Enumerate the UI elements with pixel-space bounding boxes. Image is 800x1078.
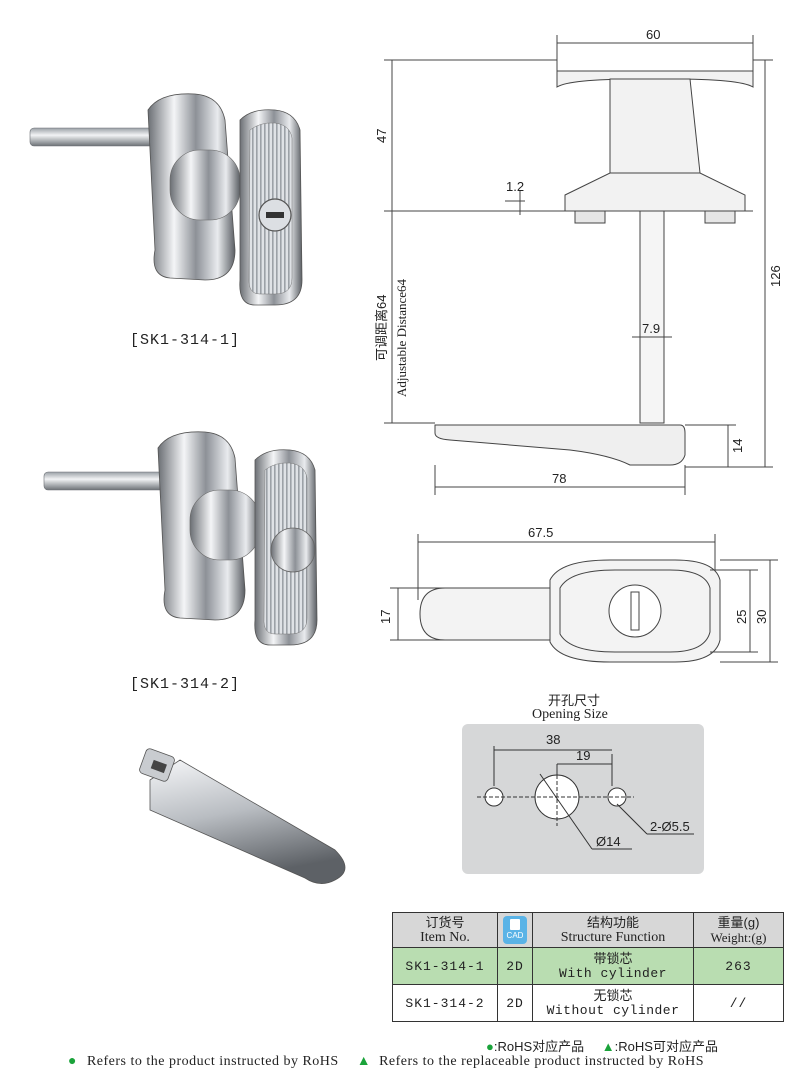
rohs-dot-icon: ●	[68, 1054, 77, 1069]
header-structure-function: 结构功能 Structure Function	[532, 912, 694, 948]
dim-78: 78	[552, 471, 566, 486]
dim-60: 60	[646, 27, 660, 42]
cell-weight: //	[693, 984, 784, 1022]
cad-icon: CAD	[503, 916, 527, 944]
dim-126: 126	[768, 265, 783, 287]
product-photo-without-cylinder	[43, 431, 318, 646]
drawing-plan-view: 67.5 17 25 30	[378, 525, 778, 663]
drawing-side-view: 60 47 1.2 126 7.9 14 78 可调距离64 Adjustabl…	[374, 27, 783, 495]
cell-cad: 2D	[497, 984, 533, 1022]
table-header-row: 订货号 Item No. CAD 结构功能 Structure Function…	[392, 912, 784, 948]
adjustable-distance-en: Adjustable Distance64	[394, 278, 409, 397]
dim-7-9: 7.9	[642, 321, 660, 336]
table-row: SK1-314-1 2D 带锁芯 With cylinder 263	[392, 947, 784, 985]
rohs-dot-icon: ●	[486, 1039, 494, 1054]
header-item-no: 订货号 Item No.	[392, 912, 498, 948]
spec-table: 订货号 Item No. CAD 结构功能 Structure Function…	[392, 912, 784, 1022]
adjustable-distance-cn: 可调距离64	[374, 295, 389, 361]
dim-47: 47	[374, 129, 389, 143]
cam-bar-photo	[139, 748, 346, 884]
product-label-2: [SK1-314-2]	[130, 676, 241, 693]
cell-weight: 263	[693, 947, 784, 985]
legend-cn: ●:RoHS对应产品 ▲:RoHS可对应产品	[486, 1039, 718, 1054]
rohs-triangle-icon: ▲	[601, 1039, 615, 1054]
rohs-triangle-icon: ▲	[356, 1054, 372, 1069]
product-label-1: [SK1-314-1]	[130, 332, 241, 349]
cell-function: 带锁芯 With cylinder	[532, 947, 694, 985]
dim-diameter-5-5: 2-Ø5.5	[650, 819, 690, 834]
dim-diameter-14: Ø14	[596, 834, 621, 849]
dim-17: 17	[378, 610, 393, 624]
opening-size-title-en: Opening Size	[532, 707, 608, 722]
header-weight: 重量(g) Weight:(g)	[693, 912, 784, 948]
opening-size-diagram: 38 19 Ø14 2-Ø5.5	[462, 724, 704, 874]
header-cad: CAD	[497, 912, 533, 948]
dim-14: 14	[730, 439, 745, 453]
dim-19: 19	[576, 748, 590, 763]
legend-en: ● Refers to the product instructed by Ro…	[68, 1054, 705, 1069]
dim-67-5: 67.5	[528, 525, 553, 540]
dim-1-2: 1.2	[506, 179, 524, 194]
dim-30: 30	[754, 610, 769, 624]
cell-item: SK1-314-2	[392, 984, 498, 1022]
cell-function: 无锁芯 Without cylinder	[532, 984, 694, 1022]
cell-cad: 2D	[497, 947, 533, 985]
cell-item: SK1-314-1	[392, 947, 498, 985]
dim-38: 38	[546, 732, 560, 747]
table-row: SK1-314-2 2D 无锁芯 Without cylinder //	[392, 984, 784, 1022]
opening-size-title-cn: 开孔尺寸	[548, 693, 601, 708]
product-photo-with-cylinder	[29, 93, 303, 306]
dim-25: 25	[734, 610, 749, 624]
